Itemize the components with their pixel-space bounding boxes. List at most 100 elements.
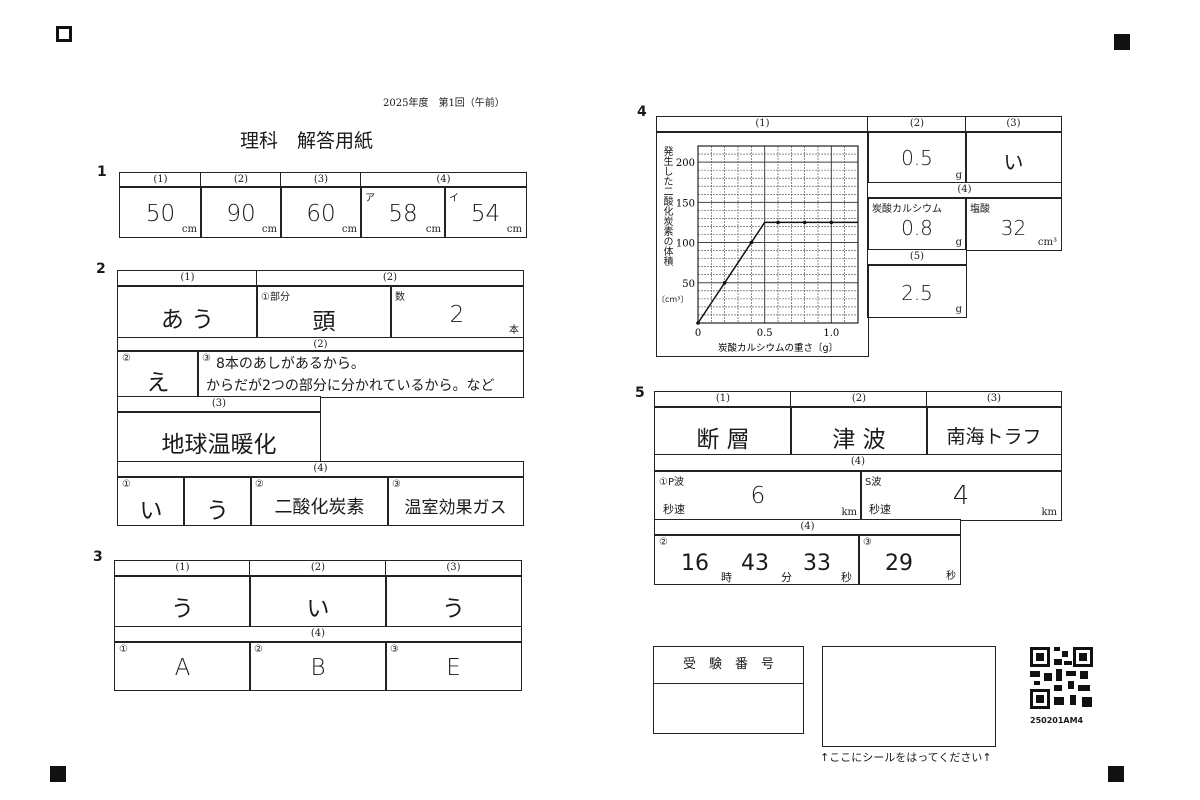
- exam-number-box[interactable]: 受 験 番 号: [653, 646, 804, 734]
- answer-cell[interactable]: う: [183, 476, 252, 526]
- answer: 断 層: [696, 427, 750, 453]
- unit: g: [955, 237, 962, 248]
- unit: 本: [509, 325, 519, 336]
- answer-cell[interactable]: ①P波秒速 6 km: [654, 470, 862, 521]
- question-number: 4: [637, 104, 647, 120]
- label: ②: [659, 537, 668, 548]
- answer-cell[interactable]: 南海トラフ: [926, 406, 1062, 456]
- unit: cm: [261, 224, 277, 235]
- label: 秒速: [869, 503, 891, 516]
- data-point: [776, 220, 780, 225]
- question-number: 5: [635, 385, 645, 401]
- answer-cell[interactable]: ③ 29 秒: [858, 534, 961, 585]
- answer: 南海トラフ: [946, 426, 1042, 448]
- header: (4): [867, 182, 1062, 199]
- answer-cell[interactable]: 津 波: [790, 406, 928, 456]
- unit: cm: [506, 224, 522, 235]
- question-number: 2: [96, 261, 106, 277]
- y-tick-label: 200: [676, 158, 695, 169]
- header: (5): [867, 249, 967, 266]
- answer: 4: [952, 481, 970, 511]
- plot-frame: [697, 145, 859, 324]
- answer-cell[interactable]: 数 2 本: [390, 285, 524, 339]
- unit: cm: [425, 224, 441, 235]
- answer-cell[interactable]: い: [249, 575, 387, 628]
- label: 数: [395, 292, 405, 303]
- unit: g: [955, 304, 962, 315]
- unit: 秒: [946, 571, 956, 582]
- answer-cell[interactable]: 断 層: [654, 406, 792, 456]
- answer-cell[interactable]: ③ 8本のあしがあるから。 からだが2つの部分に分かれているから。など: [197, 350, 524, 398]
- label: 塩酸: [970, 204, 990, 215]
- data-point: [802, 220, 807, 225]
- label: ①: [122, 479, 131, 490]
- answer: 29: [885, 551, 913, 576]
- answer: 32: [1000, 216, 1027, 240]
- label: S波: [865, 477, 882, 488]
- y-tick-label: 100: [676, 239, 695, 250]
- x-tick-label: 1.0: [823, 328, 839, 339]
- unit: 分: [781, 571, 792, 584]
- label: ③: [863, 537, 872, 548]
- header: (3): [926, 391, 1062, 408]
- corner-mark: [1114, 34, 1130, 50]
- answer-cell[interactable]: ①部分頭: [256, 285, 392, 339]
- answer: 54: [470, 201, 501, 227]
- label: ①P波: [659, 477, 684, 488]
- answer: B: [310, 655, 326, 681]
- answer-cell[interactable]: あ う: [117, 285, 258, 339]
- data-line: [697, 221, 858, 324]
- seal-box[interactable]: [822, 646, 996, 747]
- answer: 60: [306, 201, 336, 227]
- answer-cell[interactable]: 地球温暖化: [117, 411, 321, 463]
- minute: 43: [741, 551, 769, 576]
- answer: 2: [449, 302, 465, 328]
- y-axis-unit: 〔cm³〕: [657, 295, 689, 304]
- unit: 秒: [841, 571, 852, 584]
- answer: あ う: [160, 307, 215, 333]
- answer: 90: [226, 201, 256, 227]
- unit: g: [955, 170, 962, 181]
- answer: い: [1003, 150, 1024, 174]
- question-number: 3: [93, 549, 103, 565]
- hour: 16: [681, 551, 709, 576]
- y-tick-label: 50: [682, 279, 695, 290]
- header: (4): [114, 626, 522, 643]
- sub-label: イ: [449, 193, 459, 204]
- answer-cell[interactable]: 90 cm: [200, 186, 282, 238]
- unit: km: [841, 507, 857, 518]
- answer-cell[interactable]: う: [114, 575, 251, 628]
- label: ③: [202, 353, 211, 364]
- answer-cell[interactable]: い: [965, 131, 1062, 184]
- answer: 6: [750, 483, 766, 509]
- header: (4): [117, 461, 524, 478]
- label: 秒速: [663, 503, 685, 516]
- answer: い: [306, 596, 330, 622]
- data-point: [829, 220, 834, 225]
- x-tick-label: 0.5: [757, 328, 773, 339]
- answer-cell[interactable]: う: [385, 575, 522, 628]
- answer-cell[interactable]: イ 54 cm: [444, 186, 527, 238]
- answer-line: からだが2つの部分に分かれているから。など: [206, 378, 495, 394]
- header: (3): [385, 560, 522, 577]
- answer: 58: [388, 201, 418, 227]
- x-tick-label: 0: [695, 328, 701, 339]
